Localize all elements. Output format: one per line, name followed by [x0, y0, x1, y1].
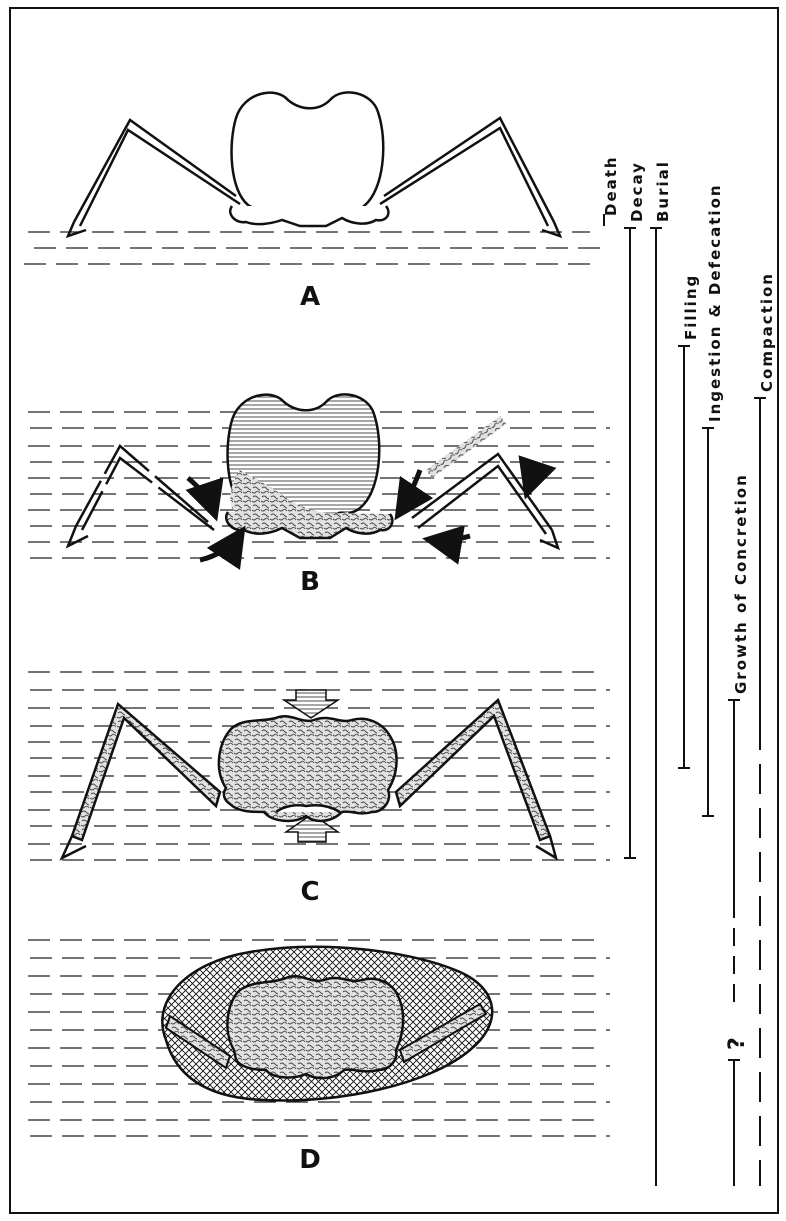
stage-label-a: A [300, 282, 320, 312]
arrow-far-right [528, 470, 540, 490]
uncertainty-marker: ? [725, 1037, 750, 1050]
label-compaction: Compaction [758, 272, 776, 392]
stage-b: B [28, 394, 610, 597]
stage-d: D [28, 940, 610, 1175]
base-b [226, 512, 392, 538]
label-decay: Decay [628, 161, 646, 222]
stage-label-d: D [299, 1145, 321, 1175]
stage-a: A [24, 92, 600, 312]
left-claw-b [68, 526, 88, 546]
base-c [276, 805, 340, 812]
base-a [230, 206, 388, 226]
left-leg-b [76, 446, 214, 530]
stage-label-c: C [300, 877, 319, 907]
fossil-body-d [227, 976, 403, 1078]
left-claw-a [68, 222, 86, 236]
label-death: Death [602, 155, 620, 216]
sediment-lines-a [24, 232, 600, 264]
right-claw-a [542, 222, 560, 236]
carapace-a [232, 92, 384, 222]
arrow-upper-right [400, 470, 420, 512]
label-concretion: Growth of Concretion [732, 473, 750, 694]
right-leg-a [380, 118, 554, 226]
label-filling: Filling [682, 274, 700, 340]
arrow-lower-right [432, 536, 470, 541]
label-burial: Burial [654, 160, 672, 222]
right-claw-b [540, 530, 558, 548]
arrow-lower-left [200, 534, 240, 560]
label-ingestion: Ingestion & Defecation [706, 183, 724, 422]
left-leg-c [72, 704, 220, 840]
stage-c: C [28, 672, 610, 907]
stage-label-b: B [300, 567, 320, 597]
left-leg-a [74, 120, 240, 226]
compaction-arrow-down [284, 690, 338, 718]
right-leg-c [396, 700, 550, 840]
